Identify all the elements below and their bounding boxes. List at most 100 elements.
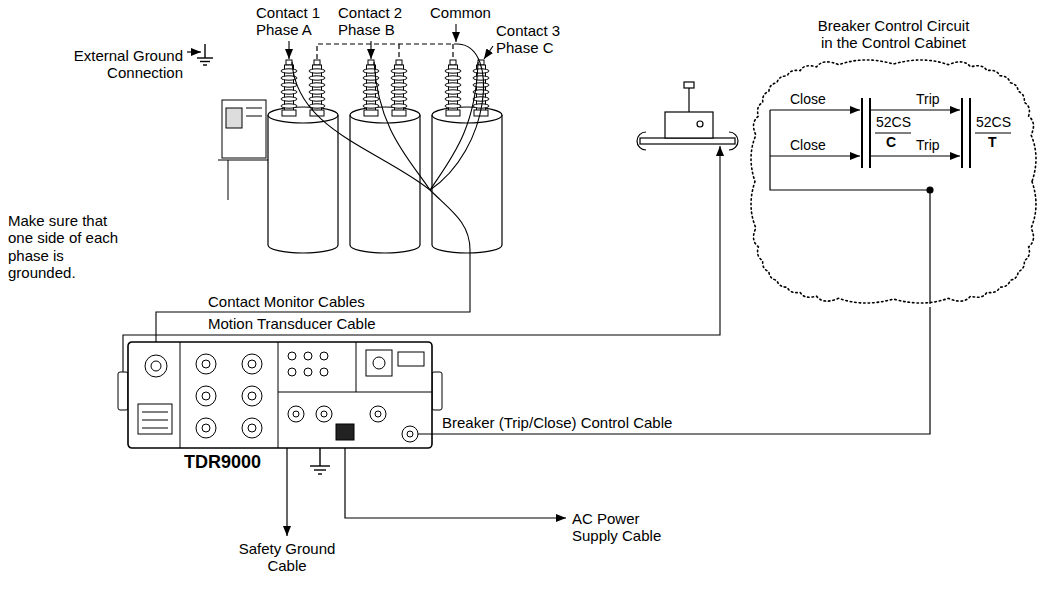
tdr9000-body xyxy=(373,357,385,369)
tdr9000-body xyxy=(293,411,299,417)
breaker-bushing xyxy=(281,60,297,116)
control-cable xyxy=(432,307,930,434)
control-schematic xyxy=(875,132,911,133)
tdr9000-body xyxy=(142,428,168,429)
ground-label: External Ground Connection xyxy=(46,47,183,82)
common-jumper xyxy=(317,44,458,59)
cable-label: Contact Monitor Cables xyxy=(208,293,365,310)
breaker-bushing xyxy=(309,60,325,116)
motion-transducer xyxy=(665,112,713,138)
mechanism-cabinet xyxy=(218,100,270,200)
cloud-outline xyxy=(751,60,1036,303)
ground-symbol xyxy=(314,469,326,470)
control-cabinet-region: Breaker Control Circuit in the Control C… xyxy=(745,15,1042,307)
control-schematic xyxy=(969,98,971,168)
schematic-label: Trip xyxy=(916,137,940,153)
schematic-label: Close xyxy=(790,137,826,153)
tdr9000-body xyxy=(145,355,167,377)
tdr9000-body xyxy=(398,352,424,366)
tdr9000-body xyxy=(242,386,262,406)
control-schematic xyxy=(770,155,860,156)
tdr9000-body xyxy=(118,372,128,410)
control-schematic xyxy=(869,98,871,168)
contact-monitor-cable xyxy=(430,62,478,190)
safety-ground-cable xyxy=(286,448,287,536)
contact-label: Contact 3 Phase C xyxy=(496,22,571,57)
contact-monitor-cable xyxy=(156,190,470,352)
region-heading: Breaker Control Circuit in the Control C… xyxy=(815,17,973,52)
tdr9000-body xyxy=(202,424,210,432)
tdr9000-body xyxy=(304,368,312,376)
leader-line xyxy=(455,24,456,42)
breaker-tank xyxy=(268,107,502,253)
control-schematic xyxy=(975,132,1011,133)
breaker-bushing xyxy=(445,60,461,116)
mechanism-cabinet xyxy=(228,160,229,200)
tdr9000-body xyxy=(375,411,381,417)
mechanism-cabinet xyxy=(218,160,270,161)
mechanism-cabinet xyxy=(246,116,262,117)
tdr9000-body xyxy=(128,342,432,448)
common-jumper xyxy=(452,44,453,59)
tdr9000-body xyxy=(248,392,256,400)
breaker-bushing xyxy=(391,60,407,116)
ground-symbol xyxy=(203,64,207,65)
leader-line xyxy=(288,41,289,59)
switch-name: 52CS xyxy=(876,114,911,130)
common-jumper xyxy=(398,44,399,59)
contact-label: Common xyxy=(430,4,491,21)
leader-line xyxy=(370,41,371,59)
tdr9000-body xyxy=(196,386,216,406)
mechanism-cabinet xyxy=(222,100,266,158)
control-schematic xyxy=(770,110,930,304)
tdr9000-body xyxy=(278,342,279,448)
control-schematic xyxy=(861,98,863,168)
tdr9000-body xyxy=(180,342,181,448)
tdr9000-body xyxy=(142,420,168,421)
contact-label: Contact 1 Phase A xyxy=(256,4,331,39)
tdr9000-body xyxy=(242,354,262,374)
contact-monitor-cable xyxy=(430,44,484,190)
motion-transducer xyxy=(729,132,738,150)
tdr9000-body xyxy=(366,350,392,376)
cable-label: AC Power Supply Cable xyxy=(572,510,672,545)
ground-symbol xyxy=(319,448,320,466)
breaker-bushing xyxy=(281,60,489,116)
switch-suffix: C xyxy=(886,134,896,150)
contact-label: Contact 2 Phase B xyxy=(338,4,413,39)
motion-transducer xyxy=(637,132,646,150)
tdr9000-body xyxy=(248,424,256,432)
cloud-outline xyxy=(745,15,1042,307)
tdr9000-instrument: TDR9000 xyxy=(128,342,432,448)
tdr9000-body xyxy=(321,411,327,417)
tdr9000-body xyxy=(142,412,168,413)
switch-suffix: T xyxy=(988,134,997,150)
breaker-tank xyxy=(432,107,502,123)
tdr9000-body xyxy=(402,426,418,442)
schematic-label: Trip xyxy=(916,91,940,107)
tdr9000-body xyxy=(278,392,432,393)
cable-label: Motion Transducer Cable xyxy=(208,315,376,332)
control-schematic xyxy=(770,109,860,110)
schematic-label: Close xyxy=(790,91,826,107)
motion-transducer xyxy=(697,121,703,127)
contact-monitor-cable xyxy=(374,62,430,190)
control-schematic xyxy=(870,109,960,110)
tdr9000-body xyxy=(138,404,172,434)
tdr9000-body xyxy=(288,368,296,376)
tdr9000-body xyxy=(370,406,386,422)
motion-transducer xyxy=(684,82,694,88)
tdr9000-body xyxy=(356,342,357,392)
control-schematic xyxy=(961,98,963,168)
switch-name: 52CS xyxy=(976,114,1011,130)
ground-symbol xyxy=(197,44,213,65)
tdr9000-body xyxy=(288,352,296,360)
ground-symbol xyxy=(318,473,322,474)
tdr9000-body xyxy=(288,406,304,422)
tdr9000-body xyxy=(248,360,256,368)
tdr9000-body xyxy=(202,360,210,368)
breaker-tank xyxy=(268,107,338,123)
